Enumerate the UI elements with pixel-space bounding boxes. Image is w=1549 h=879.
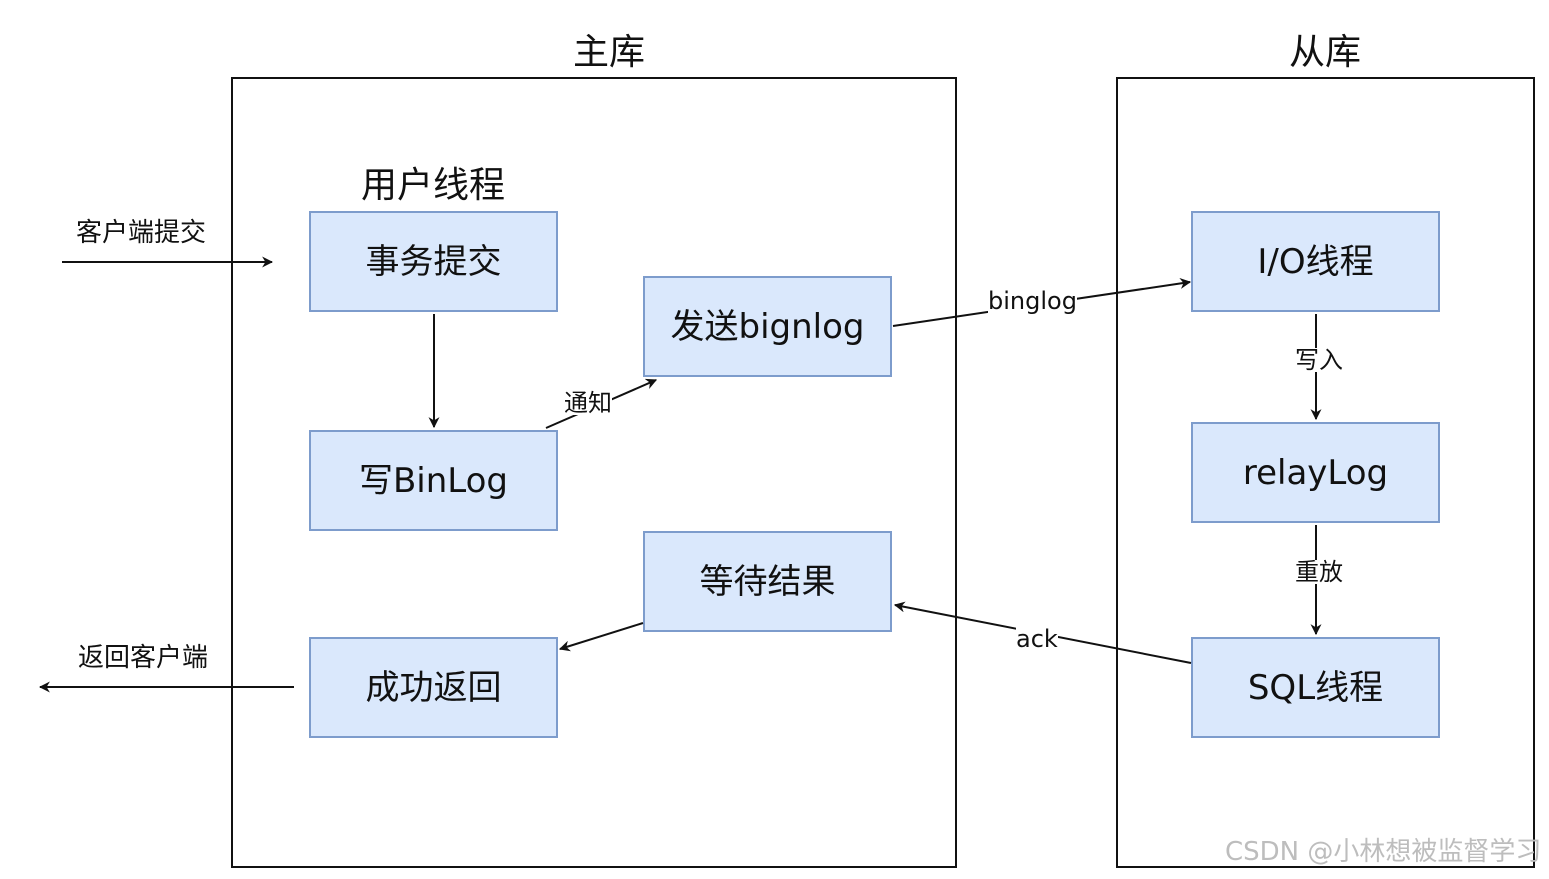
slave-title: 从库 <box>1289 32 1362 73</box>
wait-result-node[interactable]: 等待结果 <box>643 531 892 632</box>
master-title: 主库 <box>573 32 646 73</box>
client-commit-label: 客户端提交 <box>76 218 207 248</box>
io-thread-node[interactable]: I/O线程 <box>1191 211 1440 312</box>
success-return-node[interactable]: 成功返回 <box>309 637 558 738</box>
user-thread-title: 用户线程 <box>361 165 506 206</box>
csdn-watermark: CSDN @小林想被监督学习 <box>1225 837 1542 867</box>
sql-thread-node[interactable]: SQL线程 <box>1191 637 1440 738</box>
send-binlog-node[interactable]: 发送bignlog <box>643 276 892 377</box>
write-in-label: 写入 <box>1295 346 1343 374</box>
return-client-label: 返回客户端 <box>78 643 209 673</box>
wait-to-success-arrow <box>558 622 644 652</box>
notify-label: 通知 <box>564 389 612 417</box>
write-binlog-node[interactable]: 写BinLog <box>309 430 558 531</box>
transaction-commit-node[interactable]: 事务提交 <box>309 211 558 312</box>
replay-label: 重放 <box>1295 558 1343 586</box>
binlog-label: binglog <box>988 287 1077 315</box>
relay-log-node[interactable]: relayLog <box>1191 422 1440 523</box>
ack-label: ack <box>1016 625 1058 653</box>
